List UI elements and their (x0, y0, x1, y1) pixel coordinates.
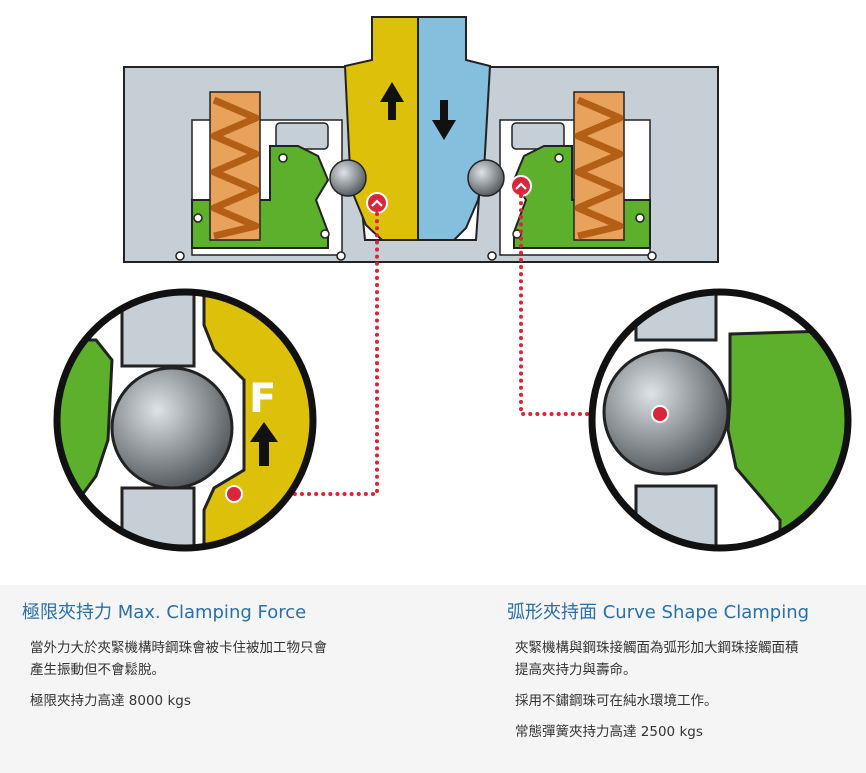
chevron-up-marker-icon (366, 192, 388, 214)
caption-title-right: 弧形夾持面 Curve Shape Clamping (507, 602, 810, 623)
caption-line: 產生振動但不會鬆脫。 (30, 662, 165, 678)
caption-title-left: 極限夾持力 Max. Clamping Force (22, 602, 307, 623)
steel-ball-icon (329, 159, 367, 197)
steel-ball-icon (467, 159, 505, 197)
contact-point-marker (651, 405, 669, 423)
spring-icon (573, 91, 625, 241)
steel-ball-icon (110, 366, 234, 490)
chevron-up-marker-icon (510, 175, 532, 197)
zoom-detail-right (588, 288, 852, 552)
cross-section (123, 16, 719, 263)
caption-line: 夾緊機構與鋼珠接觸面為弧形加大鋼珠接觸面積 (515, 640, 799, 656)
caption-band: 極限夾持力 Max. Clamping Force 當外力大於夾緊機構時鋼珠會被… (0, 585, 866, 773)
down-arrow-icon (432, 100, 456, 140)
caption-curve-shape-clamping: 弧形夾持面 Curve Shape Clamping 夾緊機構與鋼珠接觸面為弧形… (507, 585, 859, 752)
caption-max-clamping-force: 極限夾持力 Max. Clamping Force 當外力大於夾緊機構時鋼珠會被… (22, 585, 422, 721)
contact-point-marker (225, 485, 243, 503)
caption-line: 極限夾持力高達 8000 kgs (30, 693, 191, 709)
caption-line: 提高夾持力與壽命。 (515, 662, 637, 678)
caption-line: 當外力大於夾緊機構時鋼珠會被卡住被加工物只會 (30, 640, 327, 656)
spring-icon (209, 91, 261, 241)
up-arrow-icon (380, 82, 404, 120)
up-arrow-icon (250, 422, 278, 466)
zoom-detail-left: F (53, 288, 317, 552)
caption-line: 採用不鏽鋼珠可在純水環境工作。 (515, 693, 718, 709)
clamping-mechanism-diagram: F (53, 16, 852, 552)
force-label: F (249, 376, 276, 422)
caption-line: 常態彈簧夾持力高達 2500 kgs (515, 724, 703, 740)
